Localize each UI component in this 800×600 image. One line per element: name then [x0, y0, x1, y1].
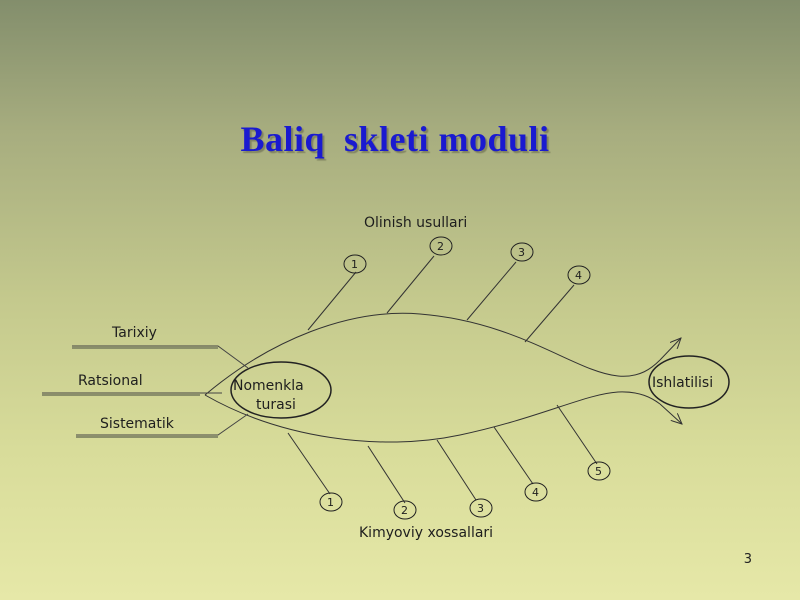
- top-bone-number-circle: [510, 242, 534, 262]
- bottom-bone-number: 4: [532, 486, 539, 499]
- bottom-bone-number-circle: [469, 498, 493, 518]
- tail-arrow-down: [659, 403, 682, 424]
- bottom-bones: 1 2 3 4 5: [287, 404, 611, 520]
- bottom-bone-number: 2: [401, 504, 408, 517]
- top-bone-number: 3: [518, 246, 525, 259]
- head-ellipse: [230, 361, 332, 419]
- fish-body-upper: [204, 312, 661, 396]
- bottom-bone-line: [436, 439, 477, 501]
- tail-ellipse: [648, 355, 730, 409]
- top-bone-line: [524, 284, 575, 343]
- left-bone-sistematik: [76, 413, 249, 436]
- top-category-label: Olinish usullari: [364, 215, 467, 231]
- bottom-bone-number-circle: [319, 492, 343, 512]
- bottom-bone-number: 1: [327, 496, 334, 509]
- left-label-sistematik: Sistematik: [100, 416, 175, 432]
- head-label-line1: Nomenkla: [233, 378, 304, 394]
- slide-title: Baliq skleti moduli: [240, 119, 550, 159]
- top-bone-number: 4: [575, 269, 582, 282]
- top-bone-number: 2: [437, 240, 444, 253]
- top-bone-number-circle: [343, 254, 367, 274]
- left-bone-tarixiy: [72, 345, 249, 369]
- head-label-line2: turasi: [256, 397, 296, 413]
- bottom-bone-line: [493, 426, 534, 485]
- bottom-bone-number: 3: [477, 502, 484, 515]
- top-bone-number-circle: [429, 236, 453, 256]
- top-bone-line: [307, 271, 357, 331]
- slide-number: 3: [743, 552, 752, 567]
- top-bones: 1 2 3 4: [307, 236, 591, 343]
- tail-arrow-up: [659, 338, 681, 361]
- top-bone-line: [466, 261, 517, 321]
- bottom-bone-line: [556, 404, 598, 465]
- bottom-bone-number: 5: [595, 465, 602, 478]
- bottom-bone-number-circle: [587, 461, 611, 481]
- tail-label: Ishlatilisi: [652, 375, 713, 391]
- bottom-bone-line: [287, 432, 331, 495]
- bottom-bone-number-circle: [393, 500, 417, 520]
- top-bone-line: [386, 255, 435, 314]
- top-bone-number-circle: [567, 265, 591, 285]
- bottom-bone-number-circle: [524, 482, 548, 502]
- bottom-bone-line: [367, 445, 406, 504]
- bottom-category-label: Kimyoviy xossallari: [359, 525, 493, 541]
- fish-body-lower: [204, 391, 661, 443]
- top-bone-number: 1: [351, 258, 358, 271]
- left-label-tarixiy: Tarixiy: [111, 325, 157, 341]
- left-label-ratsional: Ratsional: [78, 373, 143, 389]
